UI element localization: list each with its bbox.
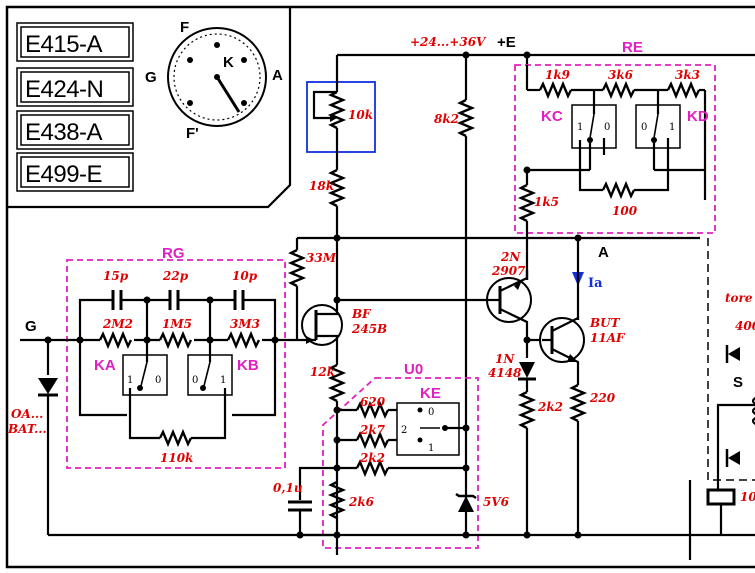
tore-label: tore — [725, 291, 753, 305]
ka-switch — [122, 354, 168, 396]
trim-pot-box — [306, 81, 376, 153]
kc-pos-1: 1 — [577, 122, 583, 133]
diode-1n-number-label: 4148 — [488, 366, 522, 380]
outer-frame — [5, 5, 755, 569]
ke-label: KE — [420, 385, 441, 402]
kd-pos-0: 0 — [641, 122, 647, 133]
selector-dial: F G A F' K — [145, 19, 283, 142]
r-33m-label: 33M — [306, 251, 337, 265]
rg-group-box — [66, 259, 286, 469]
ka-pos-0: 0 — [155, 375, 161, 386]
n-400-label: 400 — [735, 319, 755, 333]
npn-type-label: BUT — [589, 316, 621, 330]
model-code-box: E438-A — [16, 110, 134, 150]
c-15p-label: 15p — [103, 269, 129, 283]
jfet-number-label: 245B — [351, 322, 387, 336]
diode-1n-label: 1N — [495, 352, 515, 366]
kc-label: KC — [541, 108, 563, 125]
zener-diode — [458, 496, 474, 512]
c-10p-label: 10p — [232, 269, 258, 283]
current-label: Ia — [588, 276, 603, 291]
model-panel-border — [7, 7, 292, 209]
r-8k2-label: 8k2 — [434, 112, 459, 126]
kb-pos-0: 0 — [192, 375, 198, 386]
kd-pos-1: 1 — [669, 122, 675, 133]
jfet-type-label: BF — [351, 307, 372, 321]
pnp-transistor-2n2907 — [486, 270, 532, 358]
model-code-box: E424-N — [16, 67, 134, 107]
npn-number-label: 11AF — [590, 331, 626, 345]
input-diode — [38, 378, 58, 394]
ke-pos-2: 2 — [401, 425, 407, 436]
dial-label-f-prime: F' — [186, 125, 199, 142]
ke-pos-0: 0 — [428, 407, 434, 418]
npn-transistor-but11af — [539, 316, 585, 385]
r-1k5-label: 1k5 — [534, 195, 559, 209]
kb-label: KB — [237, 357, 259, 374]
pnp-number-label: 2907 — [491, 264, 526, 278]
r-2k7-label: 2k7 — [359, 423, 386, 437]
model-code-box: E499-E — [16, 152, 134, 192]
r-110k-label: 110k — [160, 451, 193, 465]
zener-label: 5V6 — [483, 495, 510, 509]
diode-1n4148 — [519, 362, 535, 378]
supply-voltage-label: +24...+36V — [410, 35, 487, 49]
model-code: E415-A — [25, 31, 103, 58]
diode-oa-label: OA... — [11, 407, 43, 421]
model-code: E499-E — [25, 161, 102, 188]
supply-rail-label: +E — [497, 34, 516, 51]
r-620-label: 620 — [360, 395, 386, 409]
rg-group-label: RG — [162, 245, 185, 262]
model-code: E438-A — [25, 119, 103, 146]
kb-pos-1: 1 — [220, 375, 226, 386]
model-code: E424-N — [25, 76, 103, 103]
r-3m3-label: 3M3 — [230, 317, 260, 331]
r-12k-label: 12k — [310, 365, 335, 379]
kc-pos-0: 0 — [604, 122, 610, 133]
pot-label: 10k — [348, 108, 373, 122]
ke-pos-1: 1 — [428, 443, 434, 454]
r-220-label: 220 — [589, 391, 616, 405]
terminal-a-label: A — [598, 244, 609, 261]
r-2k6-label: 2k6 — [348, 495, 375, 509]
pnp-type-label: 2N — [500, 250, 521, 264]
re-group-label: RE — [622, 39, 643, 56]
dial-label-g: G — [145, 69, 157, 86]
c-22p-label: 22p — [162, 269, 189, 283]
terminal-s-label: S — [733, 374, 743, 391]
r-2k2b-label: 2k2 — [359, 451, 385, 465]
cut-10-label: 10 — [740, 490, 755, 504]
r-3k3-label: 3k3 — [675, 68, 700, 82]
r-3k6-label: 3k6 — [608, 68, 634, 82]
uo-group-label: U0 — [404, 361, 423, 378]
dial-label-a: A — [272, 67, 283, 84]
r-1k9-label: 1k9 — [545, 68, 571, 82]
dial-label-f: F — [180, 19, 189, 36]
diode-bat-label: BAT... — [7, 422, 47, 436]
r-1m5-label: 1M5 — [162, 317, 192, 331]
jfet-bf245b — [297, 300, 343, 365]
ka-label: KA — [94, 357, 116, 374]
r-2m2-label: 2M2 — [102, 317, 133, 331]
output-module-box — [707, 238, 755, 481]
re-group-box — [514, 64, 716, 234]
uo-group-box — [322, 377, 479, 549]
cap-label: 0,1u — [273, 481, 303, 495]
r-2k2a-label: 2k2 — [537, 400, 563, 414]
ka-pos-1: 1 — [127, 375, 133, 386]
r-100-label: 100 — [612, 204, 638, 218]
dial-label-k: K — [223, 54, 234, 71]
terminal-g-label: G — [25, 318, 37, 335]
model-code-box: E415-A — [16, 22, 134, 62]
r-18k-label: 18k — [309, 179, 334, 193]
model-code-list: E415-A E424-N E438-A E499-E — [16, 22, 134, 192]
kd-label: KD — [687, 108, 709, 125]
